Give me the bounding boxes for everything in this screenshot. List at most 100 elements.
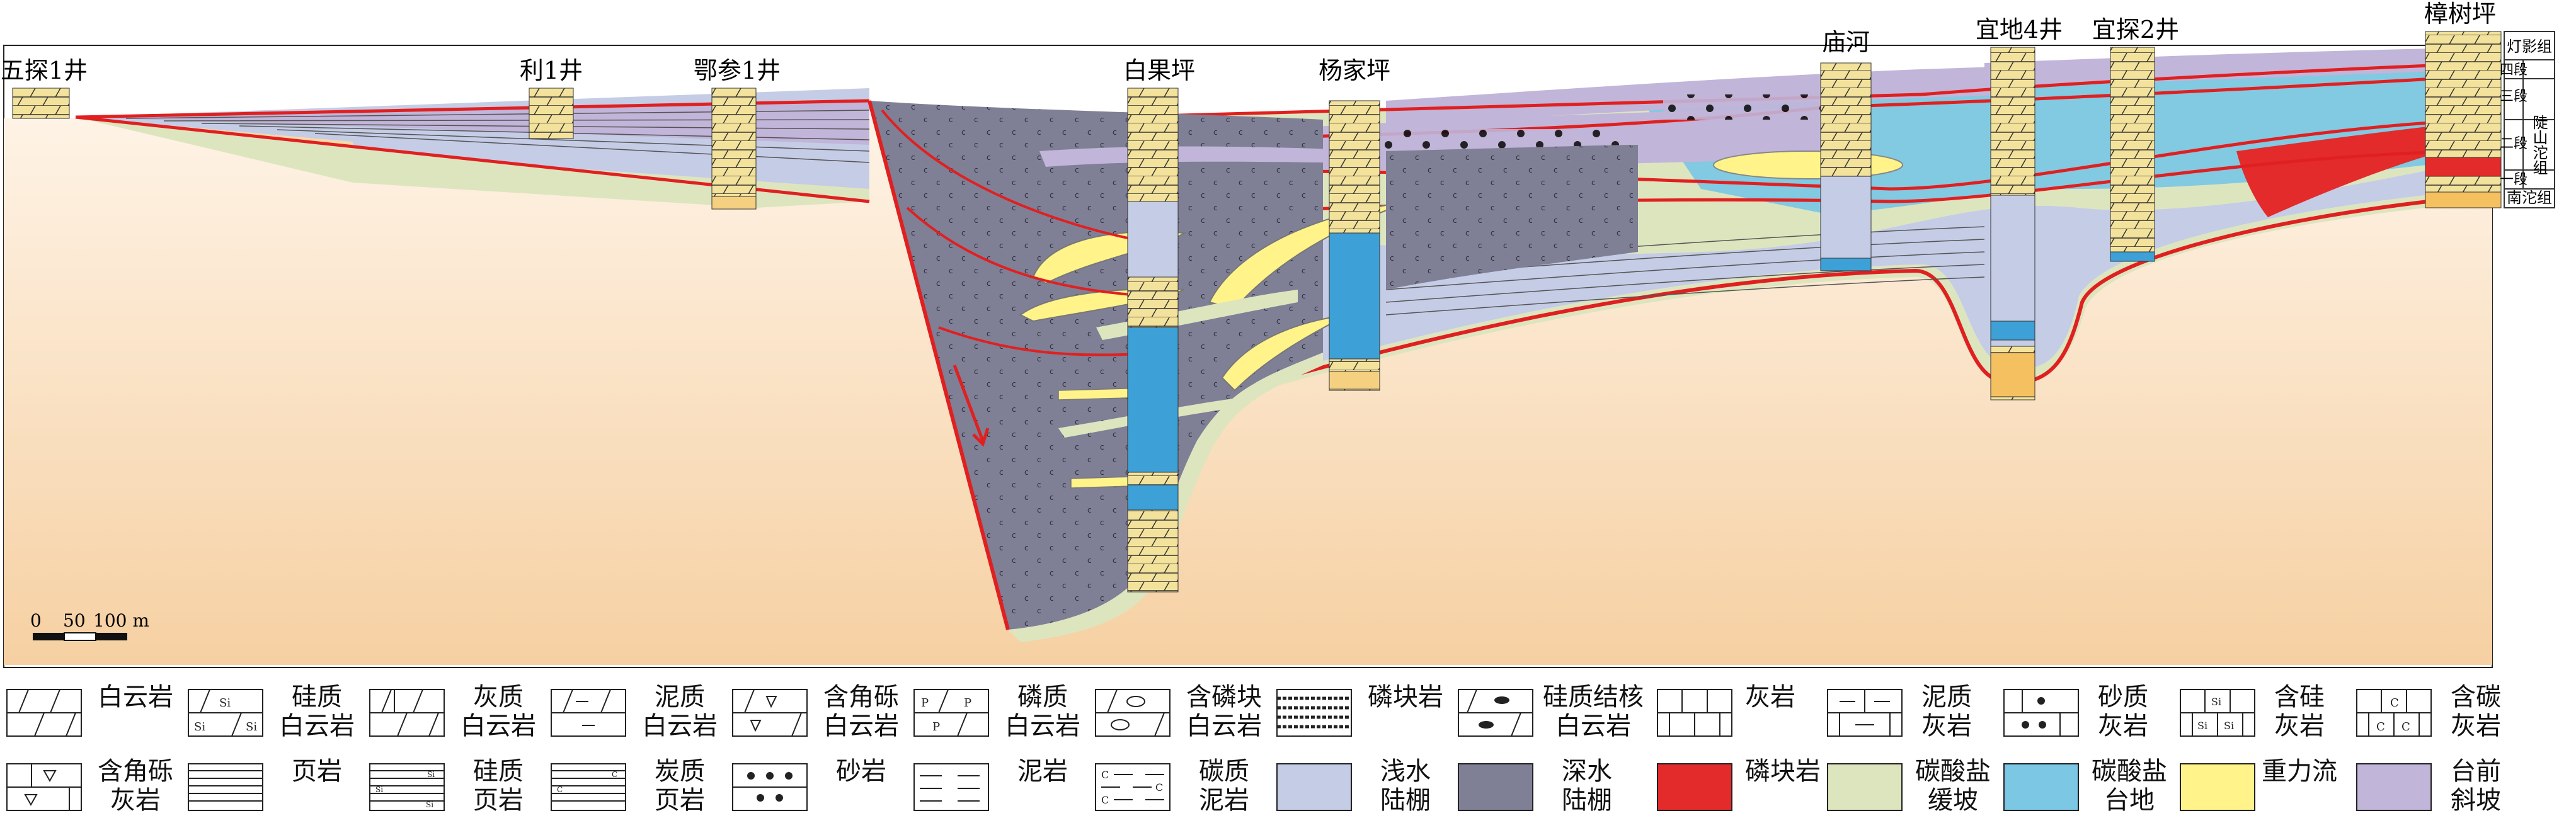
scale-hundred: 100 m xyxy=(93,610,149,631)
well-columns xyxy=(12,31,2502,593)
svg-text:Si: Si xyxy=(2211,696,2221,708)
svg-text:C: C xyxy=(2401,720,2410,734)
svg-text:C: C xyxy=(1101,794,1109,806)
cross-section: c c xyxy=(1,0,2555,668)
carbonate-ramp-swatch xyxy=(1827,763,1903,811)
strata-member1: 一段 xyxy=(2500,172,2527,188)
svg-text:P: P xyxy=(921,696,929,710)
legend-label: 磷块岩 xyxy=(1368,683,1443,712)
legend-label: 白云岩 xyxy=(98,683,173,712)
legend-item-chert-nodule-dolomite: 硅质结核 白云岩 xyxy=(1458,680,1647,741)
svg-text:P: P xyxy=(932,720,940,734)
strata-nantuo: 南沱组 xyxy=(2507,189,2552,207)
well-label-miaohe: 庙河 xyxy=(1822,28,1870,56)
breccia-limestone-swatch xyxy=(6,763,82,811)
svg-text:Si: Si xyxy=(375,785,383,794)
legend-item-shale: 页岩 xyxy=(188,754,364,814)
legend-label: 灰岩 xyxy=(1745,683,1795,712)
svg-text:C: C xyxy=(1155,781,1163,793)
legend-label: 碳酸盐 台地 xyxy=(2092,757,2167,815)
well-label-yitan2: 宜探2井 xyxy=(2092,16,2179,43)
legend-label: 含碳 灰岩 xyxy=(2451,683,2501,741)
legend-label: 含硅 灰岩 xyxy=(2274,683,2325,741)
legend-label: 泥质 灰岩 xyxy=(1921,683,1972,741)
sandy-limestone-swatch xyxy=(2003,689,2079,737)
svg-text:C: C xyxy=(2376,720,2385,734)
svg-text:C: C xyxy=(557,785,563,794)
sandstone-swatch xyxy=(732,763,808,811)
muddy-dolomite-swatch xyxy=(551,689,626,737)
foreslope-swatch xyxy=(2356,763,2432,811)
legend-label: 砂质 灰岩 xyxy=(2098,683,2148,741)
svg-text:Si: Si xyxy=(2224,720,2234,732)
breccia-dolomite-swatch xyxy=(732,689,808,737)
strata-column xyxy=(2504,31,2555,208)
scale-fifty: 50 xyxy=(63,610,86,631)
svg-text:P: P xyxy=(964,696,971,710)
legend-item-shallow-shelf: 浅水 陆棚 xyxy=(1276,754,1453,815)
legend-item-breccia-limestone: 含角砾 灰岩 xyxy=(6,754,183,815)
shallow-shelf-swatch xyxy=(1276,763,1352,811)
legend-label: 炭质 页岩 xyxy=(655,757,705,815)
legend-label: 硅质 页岩 xyxy=(473,757,524,815)
gravity-flow-swatch xyxy=(2180,763,2255,811)
legend-item-phosphorite-facies: 磷块岩 xyxy=(1657,754,1827,814)
carbon-mudstone-swatch: CCC xyxy=(1095,763,1171,811)
legend-item-phosphate-nodule-dolomite: 含磷块 白云岩 xyxy=(1095,680,1271,741)
legend-item-carbonate-platform: 碳酸盐 台地 xyxy=(2003,754,2173,815)
legend-item-dolomite: 白云岩 xyxy=(6,680,183,740)
svg-text:C: C xyxy=(2390,696,2399,710)
chert-nodule-dolomite-swatch xyxy=(1458,689,1533,737)
strata-member2: 二段 xyxy=(2500,136,2527,152)
svg-text:Si: Si xyxy=(427,770,435,779)
well-label-ecan1: 鄂参1井 xyxy=(694,57,781,84)
svg-text:Si: Si xyxy=(2197,720,2207,732)
phosphate-nodule-dolomite-swatch xyxy=(1095,689,1171,737)
legend-label: 泥岩 xyxy=(1017,757,1068,786)
dolomite-swatch xyxy=(6,689,82,737)
legend-item-foreslope: 台前 斜坡 xyxy=(2356,754,2526,815)
legend-item-deep-shelf: 深水 陆棚 xyxy=(1458,754,1634,815)
limestone-swatch xyxy=(1657,689,1732,737)
legend-label: 含角砾 灰岩 xyxy=(98,757,173,815)
legend-label: 含磷块 白云岩 xyxy=(1186,683,1262,741)
legend-item-muddy-dolomite: 泥质 白云岩 xyxy=(551,680,727,741)
carbon-shale-swatch: CC xyxy=(551,763,626,811)
legend-label: 磷质 白云岩 xyxy=(1005,683,1080,741)
svg-text:Si: Si xyxy=(246,720,257,734)
legend-item-calcareous-dolomite: 灰质 白云岩 xyxy=(369,680,546,741)
legend-item-limestone: 灰岩 xyxy=(1657,680,1814,740)
legend-label: 含角砾 白云岩 xyxy=(823,683,899,741)
strata-member3: 三段 xyxy=(2500,89,2527,105)
scale-bar: 0 50 100 m xyxy=(30,610,149,641)
calcareous-dolomite-swatch xyxy=(369,689,445,737)
legend-item-sandy-limestone: 砂质 灰岩 xyxy=(2003,680,2173,741)
basement xyxy=(4,118,869,665)
legend-item-mudstone: 泥岩 xyxy=(913,754,1090,814)
svg-text:C: C xyxy=(612,770,617,779)
muddy-limestone-swatch xyxy=(1827,689,1903,737)
well-label-li1: 利1井 xyxy=(520,57,583,84)
legend-label: 重力流 xyxy=(2262,757,2337,786)
legend-label: 台前 斜坡 xyxy=(2451,757,2501,815)
legend-label: 砂岩 xyxy=(836,757,886,786)
strata-doushantuo: 陡山沱组 xyxy=(2530,115,2548,175)
well-label-yidi4: 宜地4井 xyxy=(1976,16,2063,43)
legend-label: 页岩 xyxy=(292,757,342,786)
legend-item-gravity-flow: 重力流 xyxy=(2180,754,2350,814)
well-label-yangjiaping: 杨家坪 xyxy=(1319,57,1390,84)
western-wedge xyxy=(75,88,870,208)
